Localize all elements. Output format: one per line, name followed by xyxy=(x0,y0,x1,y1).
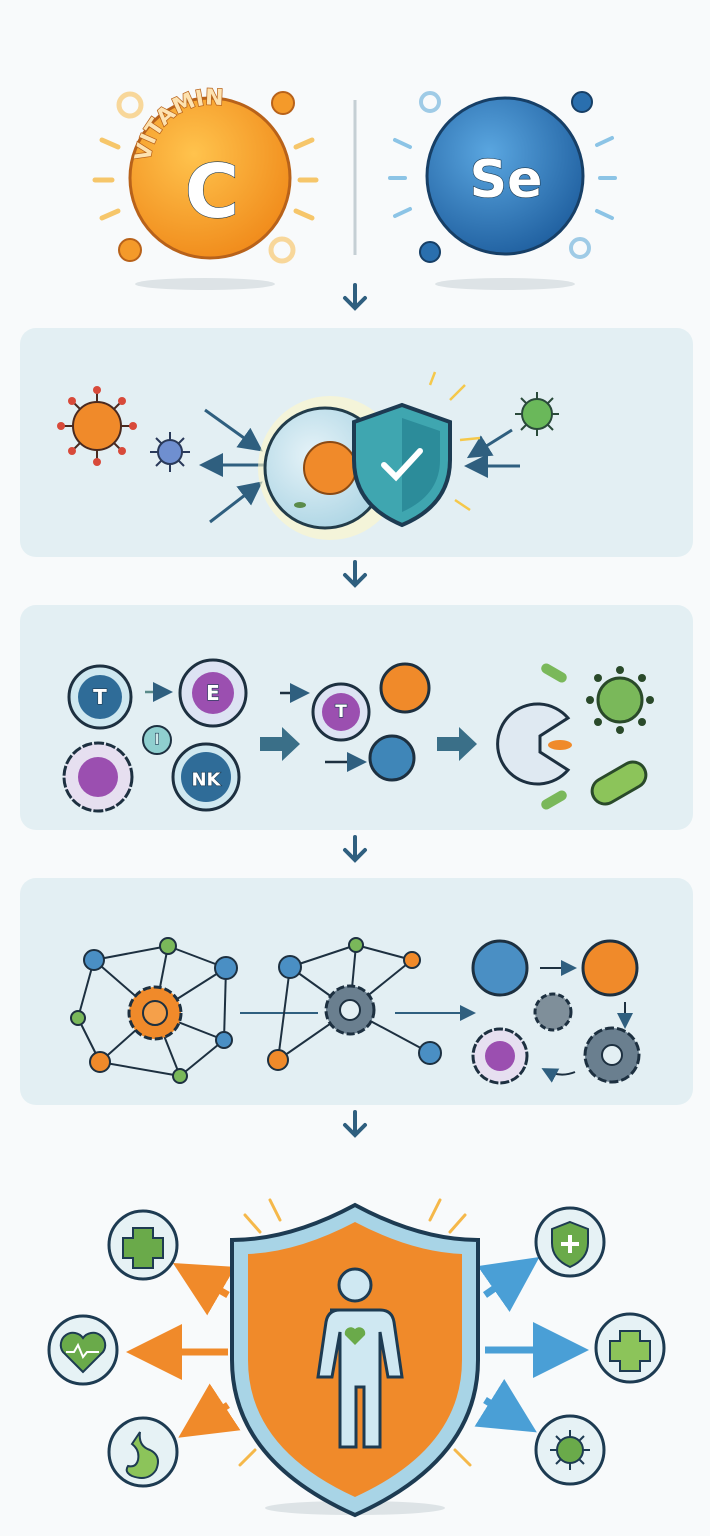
virus-green-icon xyxy=(515,392,559,436)
big-arrow-icon xyxy=(437,727,477,761)
vitamin-c-rays xyxy=(92,137,319,221)
down-arrow-icon xyxy=(343,283,367,311)
stomach-icon xyxy=(125,1431,159,1479)
network-left xyxy=(70,937,238,1084)
selenium-rays xyxy=(388,136,617,220)
plus-icon xyxy=(122,1227,164,1269)
benefit-stomach xyxy=(107,1416,179,1488)
phagocyte-engulfing xyxy=(496,663,572,810)
heart-pulse-icon xyxy=(59,1331,107,1374)
gear-icon xyxy=(533,992,573,1032)
heart-icon xyxy=(344,1327,366,1345)
selenium-circle xyxy=(425,96,585,256)
person-icon xyxy=(316,1267,404,1449)
vitamin-letter: C xyxy=(185,149,239,235)
attack-arrows xyxy=(199,408,520,524)
plus-icon xyxy=(609,1330,651,1372)
benefit-plus-right xyxy=(594,1312,666,1384)
svg-text:NK: NK xyxy=(191,770,221,791)
bacteria-icon xyxy=(590,760,648,806)
virus-icon xyxy=(556,1436,584,1464)
big-arrow-icon xyxy=(260,727,300,761)
vitamin-c-badge: VITAMIN C xyxy=(92,85,319,290)
green-virus-icon xyxy=(586,666,654,734)
nk-cell: NK xyxy=(171,742,241,812)
down-arrow-icon xyxy=(343,1110,367,1138)
svg-text:I: I xyxy=(154,732,159,748)
virus-orange-icon xyxy=(57,386,137,466)
benefit-plus-left xyxy=(107,1209,179,1281)
benefit-virus-defense xyxy=(534,1414,606,1486)
small-cell: I xyxy=(142,725,172,755)
vitamin-c-circle xyxy=(128,96,292,260)
cell-cycle xyxy=(471,939,641,1085)
shield-rays xyxy=(238,1198,472,1467)
svg-text:T: T xyxy=(335,702,347,722)
network-middle xyxy=(267,937,442,1071)
t-cell: T xyxy=(67,664,133,730)
benefit-shield xyxy=(534,1206,606,1278)
activated-t-cell: T xyxy=(311,682,371,742)
macrophage-cell xyxy=(62,741,134,813)
virus-blue-icon xyxy=(150,432,190,472)
selenium-badge: Se xyxy=(388,91,617,290)
down-arrow-icon xyxy=(343,835,367,863)
svg-text:E: E xyxy=(206,681,220,705)
shield-check-icon xyxy=(352,371,481,528)
selenium-symbol: Se xyxy=(470,150,543,210)
blue-cell xyxy=(368,734,416,782)
effector-cell: E xyxy=(178,658,248,728)
benefit-arrows xyxy=(126,1256,589,1438)
down-arrow-icon xyxy=(343,560,367,588)
orange-cell xyxy=(379,662,431,714)
protection-shield xyxy=(230,1202,480,1518)
benefit-heart xyxy=(47,1314,119,1386)
svg-text:T: T xyxy=(93,685,107,709)
